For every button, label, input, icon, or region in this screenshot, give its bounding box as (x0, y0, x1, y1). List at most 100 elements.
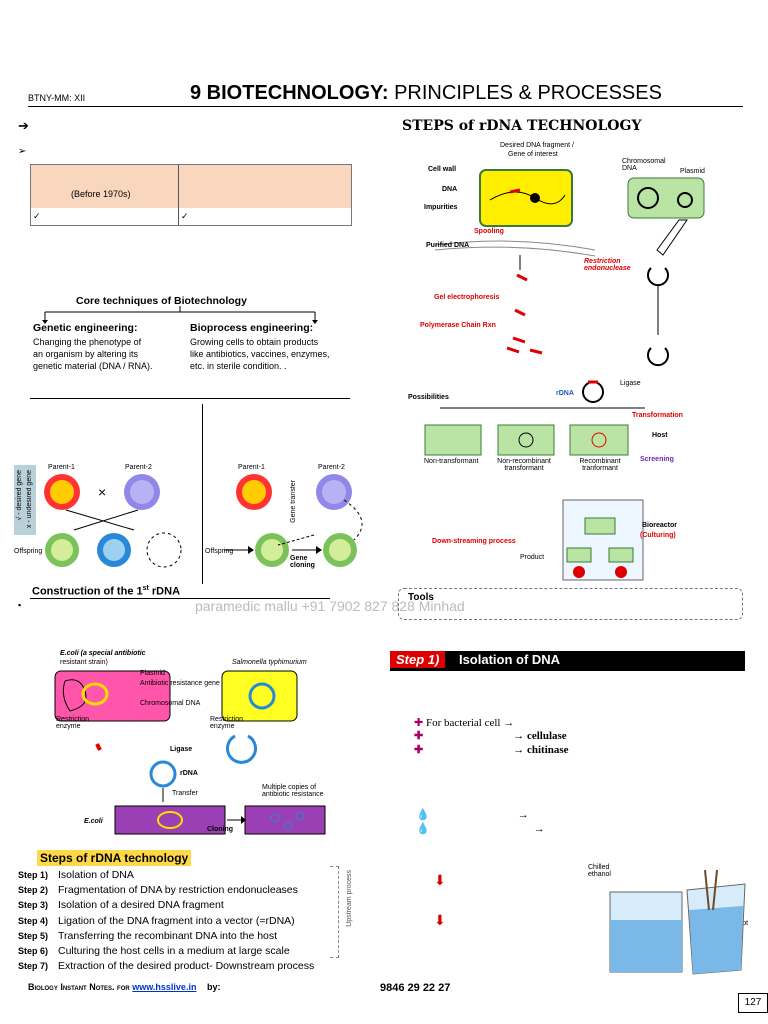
step-number: Step 6) (18, 946, 49, 957)
antibiotic-gene-label: Antibiotic resistance gene (140, 680, 220, 687)
step1-label: Step 1) (390, 651, 446, 668)
upstream-bracket (330, 866, 339, 958)
down-arrow-1: ⬇ (434, 872, 446, 888)
step-number: Step 3) (18, 900, 49, 911)
step-item: Step 3) Isolation of a desired DNA fragme… (18, 898, 314, 913)
step-item: Step 7) Extraction of the desired product… (18, 959, 314, 974)
parent-2-label: Parent-2 (318, 464, 345, 471)
steps-heading: STEPS of rDNA TECHNOLOGY (402, 118, 642, 134)
step-item: Step 4)Ligation of the DNA fragment into… (18, 914, 314, 929)
gene-cloning-label: Gene cloning (290, 555, 315, 569)
chilled-ethanol-label: Chilled ethanol (588, 864, 611, 878)
offspring-label: Offspring (14, 548, 43, 555)
footer-phone: 9846 29 22 27 (380, 982, 451, 994)
cellulase-line: ✚→ cellulase (414, 730, 567, 742)
ecoli-strain-label: E.coli (a special antibiotic (60, 650, 146, 657)
ecoli-strain-label-2: resistant strain) (60, 659, 108, 666)
spooling-label: Spooling (474, 228, 504, 235)
transformation-label: Transformation (632, 412, 683, 419)
chromosomal-dna-label: Chromosomal DNA (622, 158, 666, 172)
step-text: Fragmentation of DNA by restriction endo… (58, 884, 298, 897)
plasmid-label: Plasmid (140, 670, 165, 677)
step-number: Step 7) (18, 961, 49, 972)
step-text: Transferring the recombinant DNA into th… (58, 929, 278, 942)
parent-1-label: Parent-1 (238, 464, 265, 471)
bacterial-cell-line: ✚ For bacterial cell → (414, 717, 515, 729)
ecoli-host-label: E.coli (84, 818, 103, 825)
rdna-steps-diagram (424, 169, 705, 581)
restriction-endonuclease-label: Restriction endonuclease (584, 258, 631, 272)
cloning-label: Cloning (207, 826, 234, 833)
step-item: Step 1)Isolation of DNA (18, 868, 314, 883)
restriction-enzyme-label-2: Restriction enzyme (210, 716, 244, 730)
parent-2-label: Parent-2 (125, 464, 152, 471)
culturing-label: (Culturing) (640, 532, 676, 539)
page-number: 127 (738, 993, 768, 1013)
chitinase-line: ✚→ chitinase (414, 744, 569, 756)
parent-1-label: Parent-1 (48, 464, 75, 471)
down-arrow-2: ⬇ (434, 912, 446, 928)
multiple-copies-label: Multiple copies of antibiotic resistance (262, 784, 324, 798)
step1-title: Isolation of DNA (458, 652, 561, 667)
step-number: Step 4) (18, 915, 49, 926)
check-mark: ✓ (181, 211, 189, 221)
step-number: Step 5) (18, 930, 49, 941)
step-item: Step 5) Transferring the recombinant DNA … (18, 929, 314, 944)
upstream-process-label: Upstream process (346, 870, 353, 927)
check-mark: ✓ (33, 211, 41, 221)
screening-label: Screening (640, 456, 674, 463)
genetic-engineering-title: Genetic engineering: (33, 322, 138, 334)
drop-bullet-1: 💧→ (416, 809, 529, 821)
section-rule (30, 398, 350, 399)
step-number: Step 1) (18, 870, 49, 880)
step-text: Culturing the host cells in a medium at … (58, 945, 290, 958)
step-item: Step 6) Culturing the host cells in a med… (18, 944, 314, 959)
tools-box (398, 588, 743, 620)
bioreactor-label: Bioreactor (642, 522, 678, 529)
pcr-label: Polymerase Chain Rxn (420, 322, 496, 329)
breeding-diagram (14, 465, 363, 568)
chapter-title: 9 BIOTECHNOLOGY: PRINCIPLES & PROCESSES (190, 82, 662, 104)
cross-symbol: × (98, 484, 107, 500)
step-text: Isolation of a desired DNA fragment (58, 899, 224, 912)
legend-undesired: x - undesired gene (26, 470, 33, 528)
dna-label: DNA (442, 186, 458, 193)
header-rule (28, 106, 743, 107)
table-before-1970: (Before 1970s) (71, 189, 131, 199)
step1-bar: Step 1) Isolation of DNA (390, 651, 745, 671)
possibilities-label: Possibilities (408, 394, 449, 401)
course-code: BTNY-MM: XII (28, 93, 86, 103)
step-item: Step 2) Fragmentation of DNA by restricti… (18, 883, 314, 898)
cell-wall-label: Cell wall (428, 166, 457, 173)
offspring-label: Offspring (205, 548, 234, 555)
watermark: paramedic mallu +91 7902 827 828 Minhad (195, 598, 465, 614)
arrow-bullet: ➔ (18, 118, 29, 133)
step-text: Extraction of the desired product- Downs… (58, 960, 315, 973)
tools-label: Tools (408, 592, 434, 603)
recombinant-label: Recombinant tranformant (579, 458, 621, 472)
purified-dna-label: Purified DNA (426, 242, 470, 249)
gel-electrophoresis-label: Gel electrophoresis (434, 294, 500, 301)
square-bullet: ▪ (18, 600, 22, 610)
rdna-label: rDNA (180, 770, 198, 777)
steps-list-title: Steps of rDNA technology (37, 850, 192, 866)
downstream-label: Down-streaming process (432, 538, 516, 545)
core-branch-lines (42, 306, 318, 324)
gene-transfer-label: Gene transfer (290, 480, 297, 523)
ligase-label: Ligase (170, 746, 193, 753)
footer-notes: Biology Instant Notes. for www.hsslive.i… (28, 982, 221, 992)
construction-underline (30, 598, 330, 599)
restriction-enzyme-label: Restriction enzyme (56, 716, 90, 730)
non-recombinant-label: Non-recombinant transformant (497, 458, 551, 472)
host-label: Host (652, 432, 668, 439)
step-number: Step 2) (18, 885, 49, 896)
bioprocess-engineering-title: Bioprocess engineering: (190, 322, 314, 334)
product-label: Product (520, 554, 545, 561)
core-techniques-title: Core techniques of Biotechnology (76, 295, 247, 307)
desired-fragment-label: Desired DNA fragment / (500, 142, 574, 149)
construction-title: Construction of the 1st rDNA (32, 585, 181, 598)
hsslive-link[interactable]: www.hsslive.in (132, 982, 197, 992)
impurities-label: Impurities (424, 204, 458, 211)
plasmid-label-right: Plasmid (680, 168, 705, 175)
